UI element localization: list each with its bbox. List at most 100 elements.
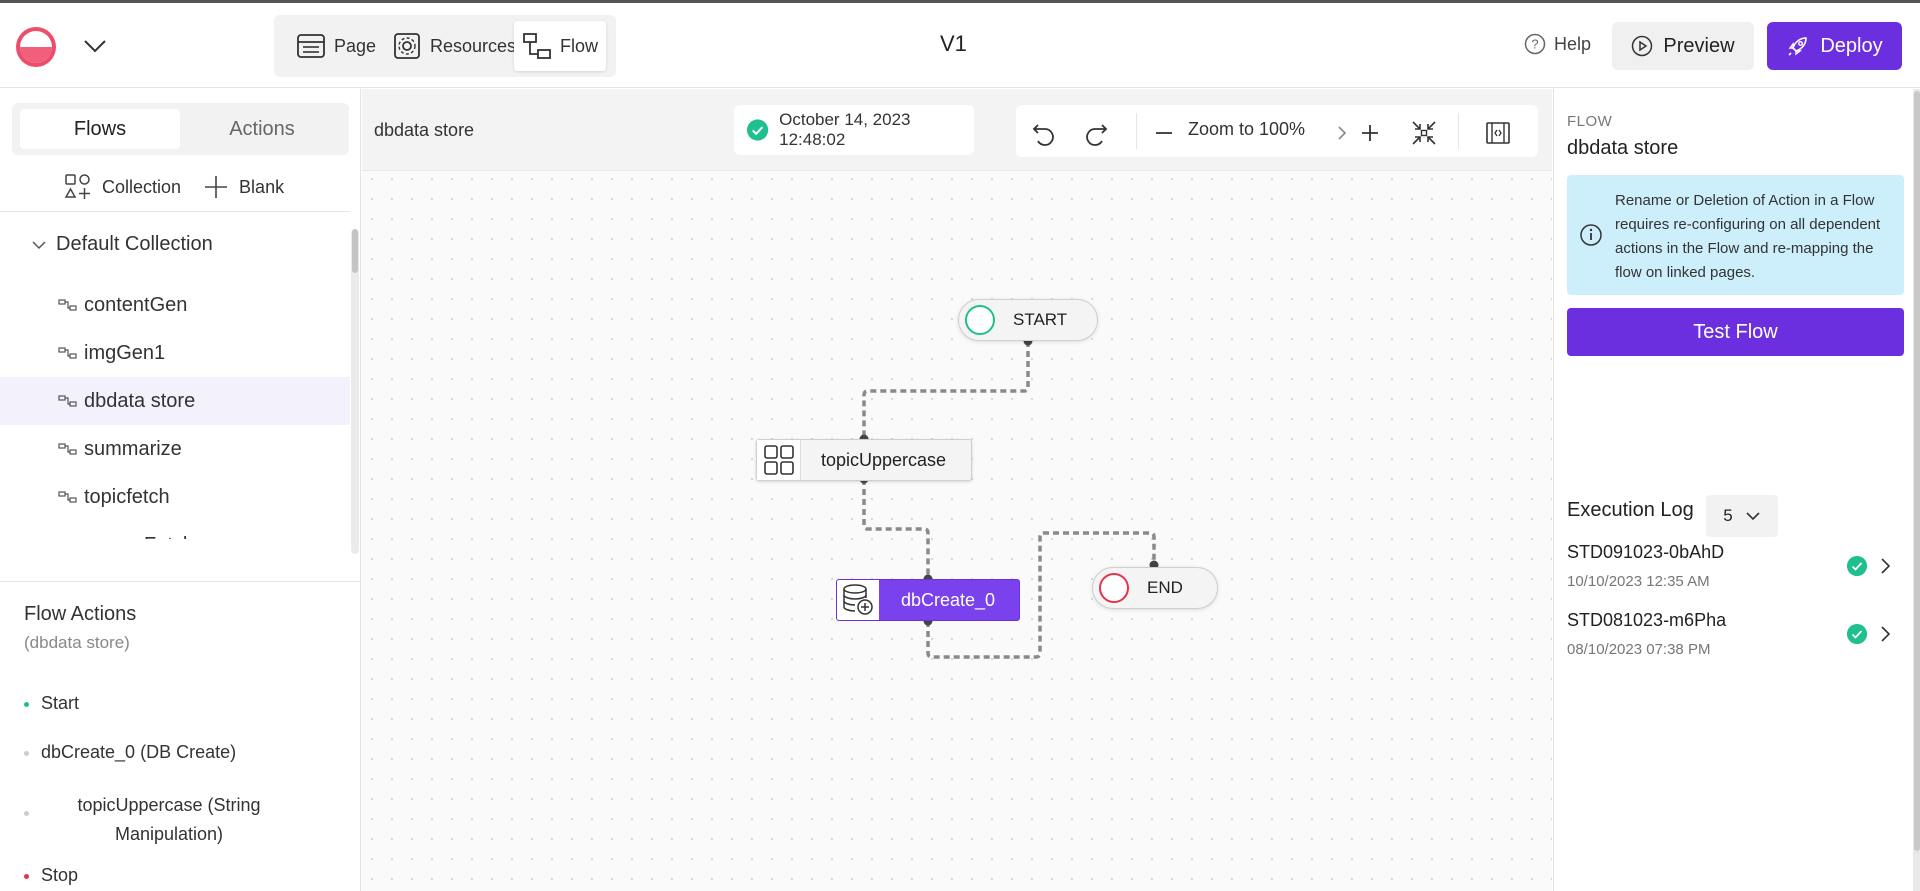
flow-edges bbox=[859, 336, 1159, 659]
tree-item-dbdata-store[interactable]: dbdata store bbox=[0, 377, 350, 425]
log-count-value: 5 bbox=[1723, 506, 1733, 525]
end-node[interactable]: END bbox=[1092, 567, 1218, 609]
zoom-in-icon[interactable] bbox=[1356, 119, 1384, 147]
mode-tabs: Page Resources Flow bbox=[274, 15, 616, 77]
tab-resources-label: Resources bbox=[430, 35, 517, 56]
flow-action-label: Start bbox=[41, 693, 80, 713]
tab-page[interactable]: Page bbox=[288, 21, 384, 71]
log-entry-id: STD081023-m6Pha bbox=[1567, 610, 1727, 630]
tree-item-topicfetch[interactable]: topicfetch bbox=[0, 473, 350, 521]
flow-action-label: dbCreate_0 (DB Create) bbox=[41, 742, 237, 762]
flow-action-item[interactable]: topicUppercase (String Manipulation) bbox=[24, 791, 269, 849]
flow-item-icon bbox=[58, 347, 77, 359]
right-panel: FLOW dbdata store Rename or Deletion of … bbox=[1553, 89, 1920, 891]
db-node-label: dbCreate_0 bbox=[901, 589, 996, 610]
add-blank-button[interactable]: Blank bbox=[203, 173, 284, 201]
add-collection-button[interactable]: Collection bbox=[64, 173, 181, 201]
topic-uppercase-node[interactable]: topicUppercase bbox=[756, 439, 972, 481]
flow-item-icon bbox=[58, 395, 77, 407]
preview-label: Preview bbox=[1663, 34, 1735, 57]
help-link[interactable]: ? Help bbox=[1524, 33, 1591, 55]
info-icon bbox=[1580, 224, 1602, 246]
success-icon bbox=[1847, 624, 1867, 644]
gear-icon bbox=[394, 33, 420, 59]
tree-scrollbar-thumb[interactable] bbox=[352, 229, 358, 273]
canvas-toolbar-row: dbdata store October 14, 2023 12:48:02 Z… bbox=[362, 89, 1552, 171]
tab-actions[interactable]: Actions bbox=[229, 117, 295, 140]
zoom-out-icon[interactable] bbox=[1150, 119, 1178, 147]
topic-node-label: topicUppercase bbox=[821, 449, 947, 470]
flow-action-item[interactable]: Start bbox=[24, 693, 79, 714]
chevron-right-icon[interactable] bbox=[1877, 624, 1893, 644]
tab-flow[interactable]: Flow bbox=[514, 21, 607, 71]
tab-flows[interactable]: Flows bbox=[20, 109, 180, 149]
test-flow-button[interactable]: Test Flow bbox=[1567, 308, 1904, 356]
right-scrollbar-thumb[interactable] bbox=[1914, 91, 1920, 851]
top-bar: Page Resources Flow V1 ? Help Preview De… bbox=[0, 0, 1920, 88]
add-row: Collection Blank bbox=[64, 173, 284, 201]
collection-header[interactable]: Default Collection bbox=[30, 233, 213, 256]
db-create-node[interactable]: dbCreate_0 bbox=[836, 579, 1020, 621]
grid-icon bbox=[757, 440, 801, 480]
chevron-down-icon[interactable] bbox=[82, 33, 108, 59]
tree-item-summarize[interactable]: summarize bbox=[0, 425, 350, 473]
redo-icon[interactable] bbox=[1082, 119, 1110, 147]
flow-item-icon bbox=[58, 443, 77, 455]
chevron-right-icon[interactable] bbox=[1334, 119, 1350, 147]
undo-icon[interactable] bbox=[1030, 119, 1058, 147]
tree-scrollbar[interactable] bbox=[351, 229, 359, 554]
flow-action-item[interactable]: dbCreate_0 (DB Create) bbox=[24, 742, 236, 763]
edge-start-topic bbox=[862, 341, 1030, 439]
flow-action-item[interactable]: Stop bbox=[24, 865, 78, 886]
status-dot bbox=[24, 811, 29, 816]
chevron-right-icon[interactable] bbox=[1877, 556, 1893, 576]
flow-action-label: topicUppercase (String Manipulation) bbox=[77, 795, 261, 844]
flow-name: dbdata store bbox=[374, 120, 475, 140]
execution-log-title: Execution Log bbox=[1567, 499, 1694, 521]
tree-item-imggen1[interactable]: imgGen1 bbox=[0, 329, 350, 377]
flow-actions-subtitle: (dbdata store) bbox=[24, 633, 130, 652]
rocket-icon bbox=[1788, 37, 1808, 56]
zoom-label[interactable]: Zoom to 100% bbox=[1188, 119, 1306, 139]
log-count-select[interactable]: 5 bbox=[1706, 495, 1778, 537]
deploy-button[interactable]: Deploy bbox=[1767, 22, 1902, 70]
svg-text:?: ? bbox=[1531, 37, 1538, 52]
chevron-down-icon bbox=[1746, 512, 1760, 521]
version-label: V1 bbox=[940, 31, 967, 56]
tree-item-label: courseFetch bbox=[84, 534, 194, 540]
tree-item-contentgen[interactable]: contentGen bbox=[0, 281, 350, 329]
play-icon bbox=[1632, 35, 1653, 57]
canvas-toolbar: Zoom to 100% bbox=[1016, 105, 1538, 157]
divider bbox=[0, 581, 360, 582]
app-logo[interactable] bbox=[16, 27, 56, 67]
flow-icon bbox=[523, 33, 551, 59]
plus-icon bbox=[205, 176, 228, 198]
help-label: Help bbox=[1554, 33, 1592, 54]
flow-action-label: Stop bbox=[41, 865, 79, 885]
flow-canvas[interactable]: dbdata store October 14, 2023 12:48:02 Z… bbox=[362, 89, 1552, 891]
tab-resources[interactable]: Resources bbox=[384, 21, 524, 71]
deploy-label: Deploy bbox=[1820, 34, 1883, 57]
tree-item-coursefetch[interactable]: courseFetch bbox=[0, 521, 350, 540]
flow-item-icon bbox=[58, 491, 77, 503]
preview-button[interactable]: Preview bbox=[1612, 22, 1754, 70]
tree-item-label: contentGen bbox=[84, 293, 188, 316]
tree-item-label: dbdata store bbox=[84, 389, 196, 412]
divider bbox=[0, 211, 350, 212]
database-add-icon bbox=[837, 580, 879, 620]
success-icon bbox=[1847, 556, 1867, 576]
flow-title: dbdata store bbox=[1567, 137, 1679, 159]
flow-item-icon bbox=[58, 299, 77, 311]
tree-item-label: imgGen1 bbox=[84, 341, 166, 364]
info-notice: Rename or Deletion of Action in a Flow r… bbox=[1567, 175, 1904, 295]
status-dot bbox=[24, 702, 29, 707]
flow-tree: Default Collection contentGen imgGen1 db… bbox=[0, 219, 350, 539]
status-dot bbox=[24, 751, 29, 756]
code-view-icon[interactable] bbox=[1484, 119, 1512, 147]
fit-view-icon[interactable] bbox=[1410, 119, 1438, 147]
saved-timestamp: October 14, 2023 12:48:02 bbox=[779, 110, 911, 149]
help-icon: ? bbox=[1524, 33, 1546, 55]
toolbar-divider bbox=[1458, 113, 1459, 149]
log-entry-time: 08/10/2023 07:38 PM bbox=[1567, 641, 1711, 658]
start-node[interactable]: START bbox=[958, 299, 1098, 341]
